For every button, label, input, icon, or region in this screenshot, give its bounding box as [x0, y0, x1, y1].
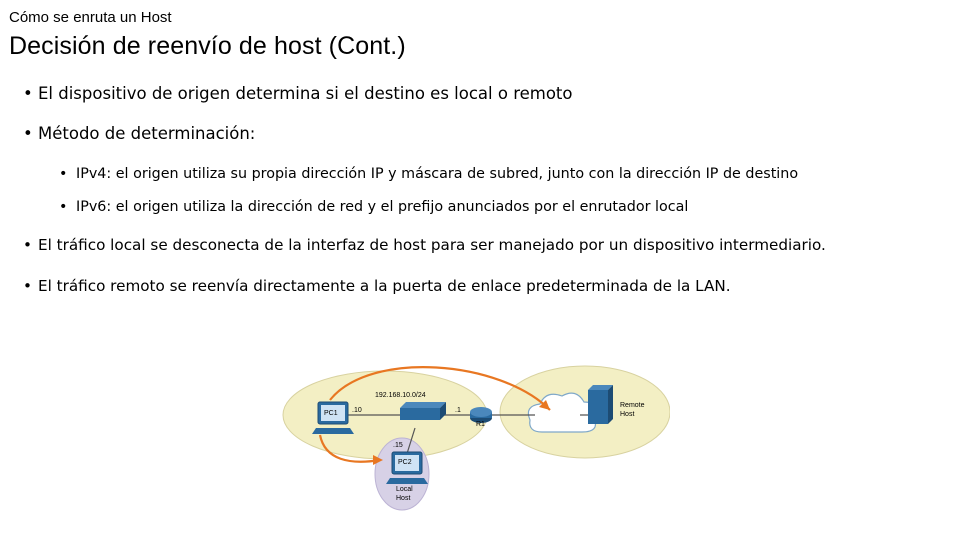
- switch-icon: [400, 402, 446, 420]
- remote-arrow-head: [539, 400, 550, 410]
- bullet-marker: •: [23, 124, 33, 143]
- bullet-marker: •: [59, 199, 68, 215]
- remote-traffic-arrow: [329, 366, 551, 411]
- bullet-text: El dispositivo de origen determina si el…: [38, 84, 573, 103]
- sub-bullet-item: • IPv6: el origen utiliza la dirección de…: [59, 199, 689, 215]
- local-host-label-line1: Local: [396, 486, 413, 493]
- bullet-text: El tráfico local se desconecta de la int…: [38, 236, 826, 254]
- bullet-marker: •: [23, 84, 33, 103]
- router-label: R1: [476, 421, 485, 428]
- local-host-label-line2: Host: [396, 495, 410, 502]
- bullet-marker: •: [59, 166, 68, 182]
- bullet-item: • El dispositivo de origen determina si e…: [23, 84, 573, 103]
- router-icon: [470, 407, 492, 423]
- pc1-label: PC1: [324, 410, 338, 417]
- bullet-marker: •: [23, 277, 32, 295]
- sub-bullet-item: • IPv4: el origen utiliza su propia direc…: [59, 166, 799, 182]
- pc1-address: .10: [352, 407, 362, 414]
- pc1-icon: [312, 401, 354, 434]
- bullet-text: IPv4: el origen utiliza su propia direcc…: [76, 166, 799, 182]
- local-traffic-arrow: [318, 434, 381, 463]
- server-icon: [588, 385, 613, 424]
- network-address: 192.168.10.0/24: [375, 392, 426, 399]
- remote-host-label-line2: Host: [620, 411, 634, 418]
- page-title: Decisión de reenvío de host (Cont.): [9, 32, 406, 60]
- bullet-item: • El tráfico remoto se reenvía directamen…: [23, 277, 731, 295]
- bullet-item: • Método de determinación:: [23, 124, 256, 143]
- router-address: .1: [455, 407, 461, 414]
- pc2-label: PC2: [398, 459, 412, 466]
- bullet-text: Método de determinación:: [38, 124, 256, 143]
- pc2-address: .15: [393, 442, 403, 449]
- bullet-text: El tráfico remoto se reenvía directament…: [38, 277, 731, 295]
- remote-host-label-line1: Remote: [620, 402, 645, 409]
- network-diagram: PC1 .10 192.168.10.0/24 .1 R1 Remote Hos…: [282, 365, 670, 511]
- local-arrow-head: [373, 455, 383, 465]
- pc2-icon: [386, 451, 428, 484]
- bullet-text: IPv6: el origen utiliza la dirección de …: [76, 199, 689, 215]
- bullet-item: • El tráfico local se desconecta de la in…: [23, 236, 826, 254]
- bullet-marker: •: [23, 236, 32, 254]
- supertitle: Cómo se enruta un Host: [9, 9, 172, 26]
